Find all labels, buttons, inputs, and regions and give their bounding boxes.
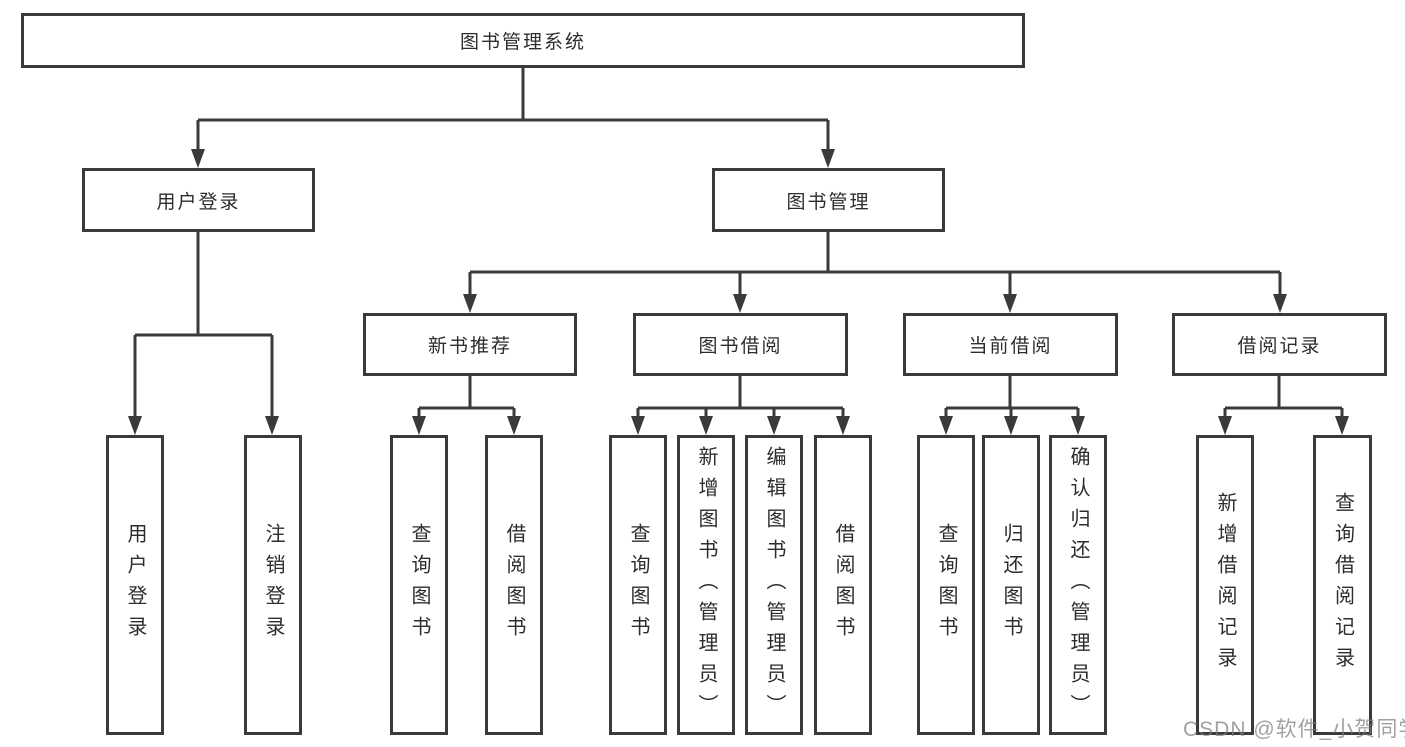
- node-book-management-label: 图书管理: [786, 191, 871, 213]
- csdn-watermark: CSDN @软件_小贺同学: [1183, 718, 1405, 741]
- arrowhead-icon: [1218, 416, 1232, 435]
- leaf-edit-book-admin-label: 编辑图书（管理员）: [763, 445, 785, 725]
- node-book-management: 图书管理: [712, 168, 945, 232]
- node-root: 图书管理系统: [21, 13, 1025, 68]
- arrowhead-icon: [821, 149, 835, 168]
- leaf-return-book: 归还图书: [982, 435, 1040, 735]
- arrowhead-icon: [1335, 416, 1349, 435]
- arrowhead-icon: [767, 416, 781, 435]
- arrowhead-icon: [1273, 294, 1287, 313]
- node-borrow-records: 借阅记录: [1172, 313, 1387, 376]
- leaf-add-borrow-record-label: 新增借阅记录: [1214, 492, 1236, 678]
- arrowhead-icon: [265, 416, 279, 435]
- arrowhead-icon: [191, 149, 205, 168]
- leaf-add-book-admin-label: 新增图书（管理员）: [695, 445, 717, 725]
- node-current-borrow: 当前借阅: [903, 313, 1118, 376]
- node-borrow-records-label: 借阅记录: [1237, 336, 1322, 357]
- leaf-recommend-query-book: 查询图书: [390, 435, 448, 735]
- leaf-add-book-admin: 新增图书（管理员）: [677, 435, 735, 735]
- leaf-current-query-book: 查询图书: [917, 435, 975, 735]
- leaf-user-login-label: 用户登录: [124, 523, 146, 647]
- leaf-borrow-query-book-label: 查询图书: [627, 523, 649, 647]
- leaf-user-login: 用户登录: [106, 435, 164, 735]
- leaf-borrow-query-book: 查询图书: [609, 435, 667, 735]
- node-user-login-label: 用户登录: [156, 191, 241, 213]
- leaf-logout: 注销登录: [244, 435, 302, 735]
- arrowhead-icon: [939, 416, 953, 435]
- leaf-query-borrow-record-label: 查询借阅记录: [1331, 492, 1354, 678]
- leaf-confirm-return-admin-label: 确认归还（管理员）: [1067, 445, 1089, 725]
- node-root-label: 图书管理系统: [459, 32, 586, 53]
- arrowhead-icon: [699, 416, 713, 435]
- arrowhead-icon: [463, 294, 477, 313]
- arrowhead-icon: [507, 416, 521, 435]
- leaf-return-book-label: 归还图书: [1000, 523, 1022, 647]
- arrowhead-icon: [1071, 416, 1085, 435]
- arrowhead-icon: [836, 416, 850, 435]
- leaf-borrow-book: 借阅图书: [814, 435, 872, 735]
- leaf-recommend-borrow-book-label: 借阅图书: [503, 523, 525, 647]
- leaf-current-query-book-label: 查询图书: [935, 523, 957, 647]
- leaf-confirm-return-admin: 确认归还（管理员）: [1049, 435, 1107, 735]
- node-current-borrow-label: 当前借阅: [968, 336, 1053, 357]
- leaf-recommend-borrow-book: 借阅图书: [485, 435, 543, 735]
- arrowhead-icon: [128, 416, 142, 435]
- arrowhead-icon: [1004, 416, 1018, 435]
- node-user-login: 用户登录: [82, 168, 315, 232]
- leaf-borrow-book-label: 借阅图书: [832, 523, 854, 647]
- leaf-add-borrow-record: 新增借阅记录: [1196, 435, 1254, 735]
- node-new-book-recommend: 新书推荐: [363, 313, 577, 376]
- node-book-borrow: 图书借阅: [633, 313, 848, 376]
- leaf-logout-label: 注销登录: [262, 523, 284, 647]
- node-book-borrow-label: 图书借阅: [698, 336, 783, 357]
- leaf-query-borrow-record: 查询借阅记录: [1313, 435, 1372, 735]
- arrowhead-icon: [412, 416, 426, 435]
- arrowhead-icon: [631, 416, 645, 435]
- leaf-recommend-query-book-label: 查询图书: [408, 523, 430, 647]
- arrowhead-icon: [1003, 294, 1017, 313]
- leaf-edit-book-admin: 编辑图书（管理员）: [745, 435, 803, 735]
- arrowhead-icon: [733, 294, 747, 313]
- node-new-book-recommend-label: 新书推荐: [427, 336, 512, 357]
